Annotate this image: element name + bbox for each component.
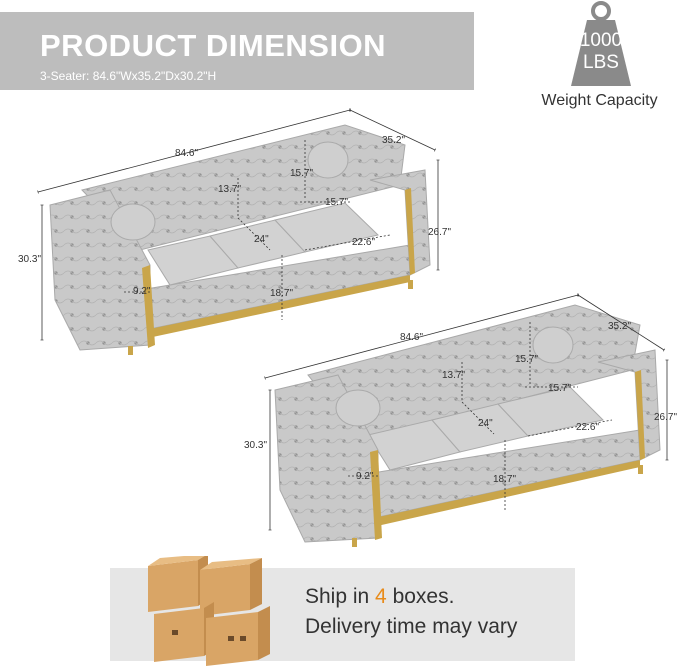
box-count: 4 bbox=[375, 585, 387, 608]
label-seat-width: 22.6" bbox=[576, 422, 599, 433]
boxes-icon bbox=[148, 556, 270, 666]
label-width: 84.6" bbox=[175, 148, 198, 159]
delivery-note: Delivery time may vary bbox=[305, 615, 518, 638]
label-arm-height: 26.7" bbox=[654, 412, 677, 423]
label-height: 30.3" bbox=[18, 254, 41, 265]
label-back-height: 13.7" bbox=[218, 184, 241, 195]
sofa-top: 84.6" 35.2" 30.3" 26.7" 13.7" 15.7" 15.7… bbox=[18, 108, 451, 355]
label-depth: 35.2" bbox=[608, 321, 631, 332]
label-pillow-width: 15.7" bbox=[325, 197, 348, 208]
label-width: 84.6" bbox=[400, 332, 423, 343]
label-arm-width: 9.2" bbox=[356, 471, 374, 482]
ship-boxes-text: Ship in 4 boxes. bbox=[305, 585, 455, 608]
label-seat-depth: 24" bbox=[478, 418, 493, 429]
label-seat-width: 22.6" bbox=[352, 237, 375, 248]
dimension-summary: 3-Seater: 84.6"Wx35.2"Dx30.2"H bbox=[40, 69, 217, 83]
label-seat-height: 18.7" bbox=[493, 474, 516, 485]
label-back-height: 13.7" bbox=[442, 370, 465, 381]
label-arm-width: 9.2" bbox=[133, 286, 151, 297]
label-seat-depth: 24" bbox=[254, 234, 269, 245]
weight-value: 1000 LBS bbox=[579, 30, 623, 73]
weight-icon bbox=[571, 1, 631, 86]
label-pillow-width: 15.7" bbox=[548, 383, 571, 394]
label-height: 30.3" bbox=[244, 440, 267, 451]
header-banner: PRODUCT DIMENSION 3-Seater: 84.6"Wx35.2"… bbox=[0, 12, 474, 90]
label-depth: 35.2" bbox=[382, 135, 405, 146]
label-seat-height: 18.7" bbox=[270, 288, 293, 299]
label-pillow-height: 15.7" bbox=[290, 168, 313, 179]
page-title: PRODUCT DIMENSION bbox=[40, 28, 387, 63]
label-arm-height: 26.7" bbox=[428, 227, 451, 238]
label-pillow-height: 15.7" bbox=[515, 354, 538, 365]
weight-capacity: 1000 LBS Weight Capacity bbox=[520, 0, 679, 112]
weight-label: Weight Capacity bbox=[541, 92, 658, 109]
sofa-bottom: 84.6" 35.2" 30.3" 26.7" 13.7" 15.7" 15.7… bbox=[244, 293, 677, 547]
